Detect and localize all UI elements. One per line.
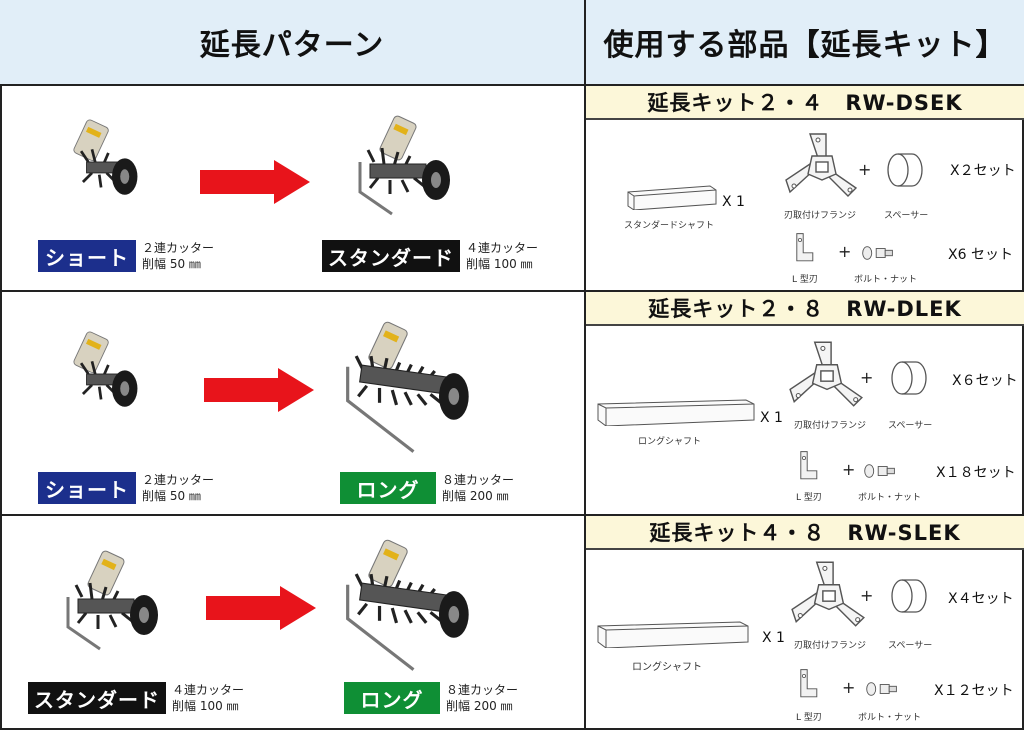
set-qty-2: X6 セット bbox=[948, 247, 1013, 263]
shaft-qty: X 1 bbox=[762, 630, 785, 646]
kit-panel-3: 延長キット４・８ RW-SLEK ロングシャフト X 1 刃取付けフランジ + … bbox=[586, 516, 1024, 730]
flange-label: 刃取付けフランジ bbox=[794, 421, 867, 431]
long-machine-image bbox=[330, 538, 480, 676]
badge-standard: スタンダード bbox=[322, 240, 460, 272]
flange-image bbox=[786, 338, 868, 410]
bolt-nut-label: ボルト・ナット bbox=[858, 493, 922, 503]
spacer-label: スペーサー bbox=[888, 641, 933, 651]
bolt-nut-label: ボルト・ナット bbox=[858, 713, 922, 723]
spec-short: ２連カッター削幅 50 ㎜ bbox=[142, 241, 215, 271]
arrow-icon bbox=[204, 368, 314, 412]
spacer-image bbox=[884, 150, 924, 190]
shaft-qty: X 1 bbox=[722, 194, 745, 210]
set-qty-2: X１２セット bbox=[934, 683, 1014, 699]
shaft-label: ロングシャフト bbox=[638, 437, 702, 447]
badge-standard: スタンダード bbox=[28, 682, 166, 714]
l-blade-image bbox=[792, 232, 816, 264]
kit-title: 延長キット２・８ RW-DLEK bbox=[586, 292, 1024, 326]
spec-short: ２連カッター削幅 50 ㎜ bbox=[142, 473, 215, 503]
bolt-nut-image bbox=[862, 462, 898, 480]
plus-sign: + bbox=[860, 586, 874, 605]
spacer-label: スペーサー bbox=[888, 421, 933, 431]
plus-sign: + bbox=[842, 460, 856, 479]
spec-long: ８連カッター削幅 200 ㎜ bbox=[446, 683, 519, 713]
plus-sign: + bbox=[842, 678, 856, 697]
l-blade-label: L 型刃 bbox=[792, 275, 818, 285]
badge-short: ショート bbox=[38, 240, 136, 272]
shaft-image bbox=[597, 621, 749, 648]
header-extension-pattern: 延長パターン bbox=[0, 0, 586, 86]
spacer-image bbox=[888, 358, 928, 398]
kit-panel-1: 延長キット２・４ RW-DSEK スタンダードシャフト X 1 刃取付けフランジ… bbox=[586, 86, 1024, 292]
standard-machine-image bbox=[48, 544, 168, 664]
shaft-label: スタンダードシャフト bbox=[624, 221, 715, 231]
shaft-label: ロングシャフト bbox=[632, 662, 702, 673]
l-blade-image bbox=[796, 450, 820, 482]
flange-image bbox=[788, 558, 870, 630]
kit-panel-2: 延長キット２・８ RW-DLEK ロングシャフト X 1 刃取付けフランジ + … bbox=[586, 292, 1024, 516]
shaft-image bbox=[597, 399, 755, 426]
l-blade-label: L 型刃 bbox=[796, 493, 822, 503]
spec-standard: ４連カッター削幅 100 ㎜ bbox=[466, 241, 539, 271]
arrow-icon bbox=[200, 160, 310, 204]
short-machine-image bbox=[52, 116, 152, 208]
plus-sign: + bbox=[860, 368, 874, 387]
spacer-label: スペーサー bbox=[884, 211, 929, 221]
shaft-image bbox=[627, 185, 717, 210]
plus-sign: + bbox=[838, 242, 852, 261]
long-machine-image bbox=[330, 320, 480, 458]
bolt-nut-label: ボルト・ナット bbox=[854, 275, 918, 285]
set-qty-2: X１８セット bbox=[936, 465, 1016, 481]
arrow-icon bbox=[206, 586, 316, 630]
standard-machine-image bbox=[340, 114, 460, 224]
set-qty-1: X２セット bbox=[950, 163, 1016, 179]
set-qty-1: X６セット bbox=[952, 373, 1018, 389]
flange-label: 刃取付けフランジ bbox=[784, 211, 857, 221]
l-blade-image bbox=[796, 668, 820, 700]
badge-long: ロング bbox=[344, 682, 440, 714]
bolt-nut-image bbox=[860, 244, 896, 262]
kit-title: 延長キット４・８ RW-SLEK bbox=[586, 516, 1024, 550]
header-parts-used: 使用する部品【延長キット】 bbox=[586, 0, 1024, 86]
pattern-row-3: スタンダード ４連カッター削幅 100 ㎜ ロング ８連カッター削幅 200 ㎜ bbox=[0, 516, 586, 730]
badge-long: ロング bbox=[340, 472, 436, 504]
badge-short: ショート bbox=[38, 472, 136, 504]
flange-image bbox=[782, 130, 862, 200]
short-machine-image bbox=[52, 328, 152, 420]
bolt-nut-image bbox=[864, 680, 900, 698]
flange-label: 刃取付けフランジ bbox=[794, 641, 867, 651]
l-blade-label: L 型刃 bbox=[796, 713, 822, 723]
spacer-image bbox=[888, 576, 928, 616]
kit-title: 延長キット２・４ RW-DSEK bbox=[586, 86, 1024, 120]
plus-sign: + bbox=[858, 160, 872, 179]
shaft-qty: X 1 bbox=[760, 410, 783, 426]
set-qty-1: X４セット bbox=[948, 591, 1014, 607]
spec-standard: ４連カッター削幅 100 ㎜ bbox=[172, 683, 245, 713]
pattern-row-2: ショート ２連カッター削幅 50 ㎜ ロング ８連カッター削幅 200 ㎜ bbox=[0, 292, 586, 516]
spec-long: ８連カッター削幅 200 ㎜ bbox=[442, 473, 515, 503]
pattern-row-1: ショート ２連カッター削幅 50 ㎜ スタンダード ４連カッター削幅 100 ㎜ bbox=[0, 86, 586, 292]
